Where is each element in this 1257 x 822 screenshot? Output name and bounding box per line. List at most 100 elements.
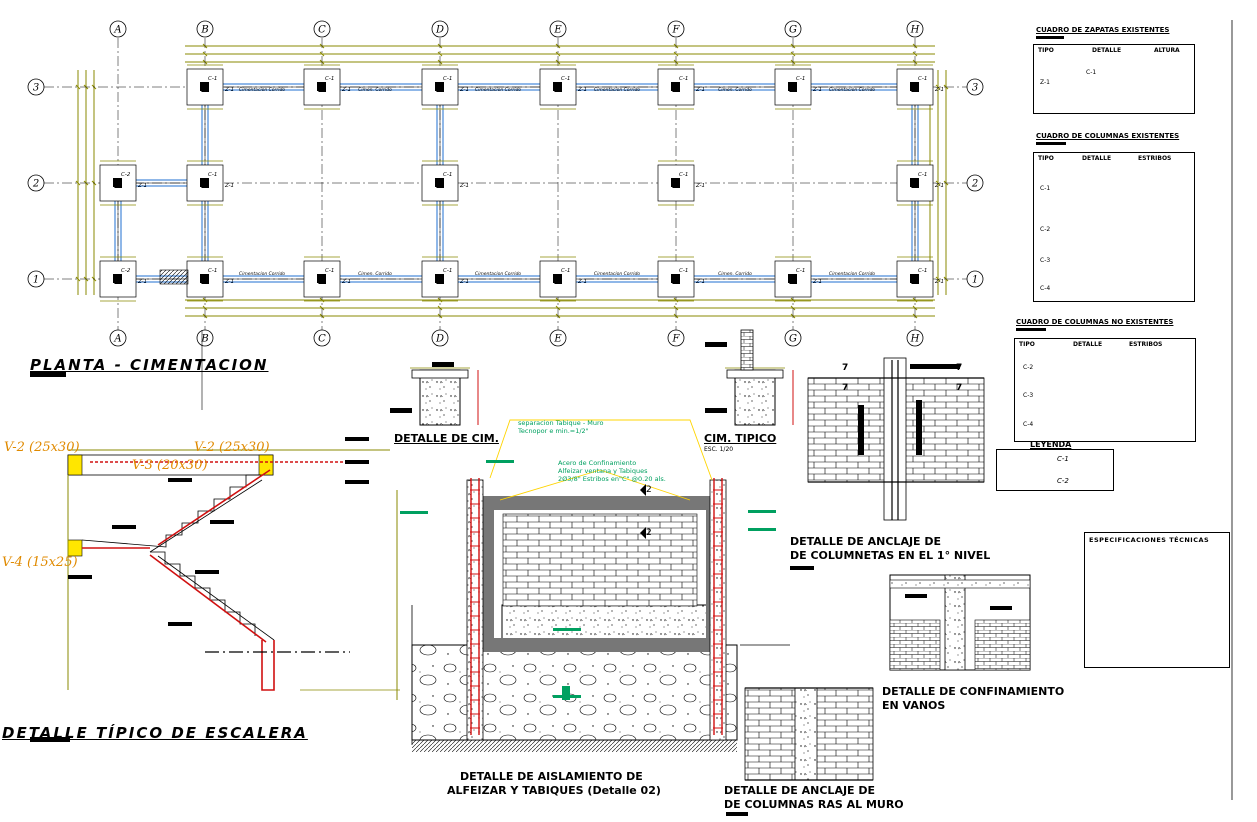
dimension-tick (673, 51, 679, 57)
dimension-tick (202, 51, 208, 57)
axis-label-D: D (435, 25, 444, 36)
columnas-header-estribos: ESTRIBOS (1138, 155, 1172, 162)
footing-tag: Z-1 (137, 183, 147, 189)
footing-tag: Z-1 (224, 279, 234, 285)
beam-label: Cimentacion Corrido (829, 271, 875, 277)
footing-tag: Z-1 (695, 87, 705, 93)
axis-label-H: H (910, 334, 920, 345)
column-hatch (672, 275, 680, 284)
columnas-no-table: TIPO DETALLE ESTRIBOS C-2 C-3 C-4 (1014, 338, 1196, 442)
column-section (910, 178, 919, 187)
leyenda-box: C-1 C-2 (996, 449, 1114, 491)
column-hatch (318, 83, 326, 92)
column-tag: C-1 (208, 76, 217, 82)
footing-tag: Z-1 (812, 87, 822, 93)
scale-bar (726, 812, 748, 816)
axis-bubble-3 (966, 78, 984, 96)
column-tag: C-1 (918, 172, 927, 178)
axis-label-3: 3 (33, 83, 39, 94)
axis-label-D: D (435, 334, 444, 345)
callout (990, 606, 1012, 610)
columnas-header-tipo: TIPO (1038, 155, 1054, 162)
axis-bubble-B (196, 20, 214, 38)
column-tag: C-1 (679, 268, 688, 274)
dimension-tick (935, 180, 941, 186)
note-acero-2: Alfeizar ventana y Tabiques (558, 467, 648, 475)
leader-acero (499, 469, 601, 501)
axis-bubble-1 (966, 270, 984, 288)
rebar-callout (168, 478, 192, 482)
footing-tag: Z-1 (341, 279, 351, 285)
cim-scale: ESC. 1/20 (704, 446, 734, 453)
cim-callout (705, 408, 727, 413)
column-tag: C-2 (121, 268, 131, 274)
upper-flight-slab (149, 479, 263, 553)
column-section (553, 274, 562, 283)
column-hatch (911, 83, 919, 92)
axis-bubble-C (313, 329, 331, 347)
rebar-callout (345, 480, 369, 484)
column-tag: C-1 (325, 268, 334, 274)
columnas-row-c2: C-2 (1040, 226, 1051, 233)
stone-foundation (411, 644, 738, 741)
column-section (317, 274, 326, 283)
leader-separacion (489, 419, 713, 481)
footing-tag: Z-1 (459, 279, 469, 285)
columnas-header-detalle: DETALLE (1082, 155, 1112, 162)
cim-tipico-title: CIM. TIPICO (704, 432, 777, 445)
column-section (671, 82, 680, 91)
dimension-tick (790, 51, 796, 57)
dimension-tick (75, 84, 81, 90)
beam-label: Cimentacion Corrido (475, 87, 521, 93)
column-section (435, 178, 444, 187)
cim-callout (432, 362, 454, 367)
columnas-no-row-c2: C-2 (1023, 364, 1034, 371)
columnas-no-header-detalle: DETALLE (1073, 341, 1103, 348)
column-tag: C-1 (443, 76, 452, 82)
axis-bubble-D (431, 20, 449, 38)
columnas-no-header-estribos: ESTRIBOS (1129, 341, 1163, 348)
cim-detail-title: DETALLE DE CIM. (394, 432, 499, 445)
axis-label-B: B (200, 334, 208, 345)
axis-label-G: G (789, 25, 797, 36)
axis-label-2: 2 (32, 179, 39, 190)
axis-bubble-1 (27, 270, 45, 288)
axis-label-A: A (113, 25, 121, 36)
confinamiento-detail (889, 574, 1031, 671)
green-marker (562, 686, 570, 700)
beam-section-left (67, 454, 83, 476)
column-section (910, 82, 919, 91)
beam-section-v4 (67, 539, 83, 557)
zapatas-header-detalle: DETALLE (1092, 47, 1122, 54)
axis-bubble-G (784, 329, 802, 347)
lower-rebar (149, 554, 267, 643)
axis-bubble-A (109, 329, 127, 347)
dimension-tick (75, 180, 81, 186)
column-section (671, 274, 680, 283)
plan-title: PLANTA - CIMENTACION (30, 356, 269, 374)
column-section (788, 82, 797, 91)
ras-muro-title-1: DETALLE DE ANCLAJE DE (724, 784, 876, 797)
ras-column (794, 687, 818, 781)
dimension-tick (912, 51, 918, 57)
leyenda-title: LEYENDA (1030, 440, 1072, 449)
rebar-callout (345, 437, 369, 441)
footing-tag: Z-1 (934, 87, 944, 93)
footing-tag: Z-1 (812, 279, 822, 285)
axis-label-F: F (672, 334, 681, 345)
beam-label: Cimentacion Corrido (594, 271, 640, 277)
upper-rebar (157, 469, 271, 546)
column-section (553, 82, 562, 91)
cim-section (419, 369, 461, 426)
stair-title: DETALLE TÍPICO DE ESCALERA (2, 724, 308, 742)
zapatas-table: TIPO DETALLE ALTURA Z-1 C-1 (1033, 44, 1195, 114)
column-hatch (554, 275, 562, 284)
column-section (317, 82, 326, 91)
cim-callout (705, 342, 727, 347)
beam-label: Cimentacion Corrido (829, 87, 875, 93)
axis-label-E: E (553, 334, 562, 345)
columnas-row-c4: C-4 (1040, 285, 1051, 292)
column-section (113, 274, 122, 283)
anchor-plate (916, 400, 922, 455)
footing-tag: Z-1 (224, 183, 234, 189)
